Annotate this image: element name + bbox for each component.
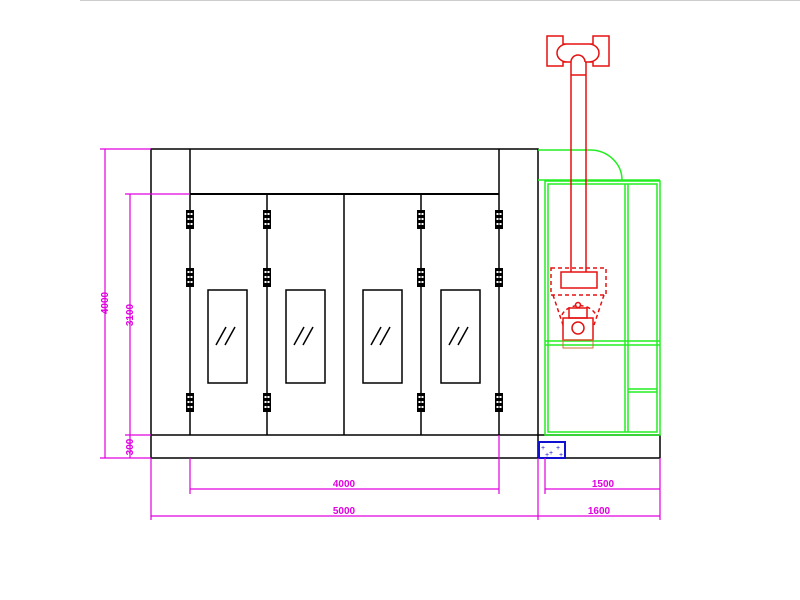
dim-base-height: 300: [125, 438, 136, 455]
hinge-icon: [417, 210, 425, 229]
door-window: [362, 289, 403, 384]
svg-text:+: +: [556, 445, 560, 452]
hinge-icon: [186, 393, 194, 412]
svg-text:+: +: [545, 452, 549, 459]
door-window: [440, 289, 481, 384]
door-window: [207, 289, 248, 384]
burner-exhaust: [546, 35, 610, 349]
dim-unit-inner-width: 1500: [592, 479, 615, 490]
door-windows: [207, 289, 481, 384]
dim-unit-width: 1600: [588, 506, 611, 517]
hinge-icon: [263, 210, 271, 229]
door-window: [285, 289, 326, 384]
svg-text:+: +: [559, 452, 563, 459]
base-hatch: +++++: [538, 441, 566, 459]
hinge-icon: [186, 268, 194, 287]
booth-body: [150, 148, 661, 459]
hinge-icon: [495, 268, 503, 287]
hinge-icon: [495, 210, 503, 229]
hinge-icon: [263, 393, 271, 412]
svg-text:+: +: [541, 445, 545, 452]
hinge-icon: [417, 268, 425, 287]
dim-total-height: 4000: [100, 291, 111, 314]
door-hinges: [186, 210, 503, 412]
hinge-icon: [186, 210, 194, 229]
svg-text:+: +: [549, 450, 553, 457]
dim-booth-width: 5000: [333, 506, 356, 517]
hinge-icon: [263, 268, 271, 287]
dimensions: 4000 3100 300 4000 5000 1500 1600: [100, 148, 661, 520]
hinge-icon: [417, 393, 425, 412]
air-handling-unit: [538, 149, 661, 436]
dim-door-height: 3100: [125, 303, 136, 326]
dim-door-width: 4000: [333, 479, 356, 490]
hinge-icon: [495, 393, 503, 412]
